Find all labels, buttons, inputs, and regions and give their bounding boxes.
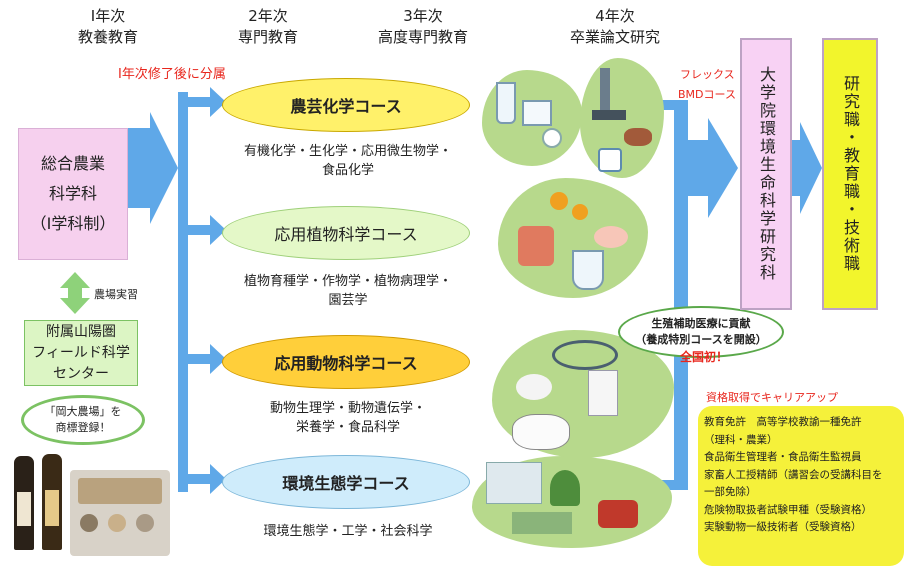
graduate-school-box: 大学院環境生命科学研究科 — [740, 38, 792, 310]
trademark-line-1: 「岡大農場」を — [44, 405, 122, 418]
lab-glassware-illustration — [482, 70, 582, 166]
animals-illustration — [492, 330, 674, 458]
course-plant-subjects: 植物育種学・作物学・植物病理学・ 園芸学 — [200, 272, 496, 310]
trademark-line-2: 商標登録！ — [55, 421, 111, 434]
qualification-item: 食品衛生管理者・食品衛生監視員 — [704, 451, 862, 463]
year-header-2: 2年次 専門教育 — [208, 6, 328, 48]
course-ecology-subjects: 環境生態学・工学・社会科学 — [200, 522, 496, 541]
right-branch-bottom — [660, 480, 676, 490]
course-animal-subjects: 動物生理学・動物遺伝学・ 栄養学・食品科学 — [200, 399, 496, 437]
year-header-1: I年次 教養教育 — [48, 6, 168, 48]
ecology-illustration — [472, 456, 672, 548]
qualifications-title: 資格取得でキャリアアップ — [706, 391, 838, 404]
repro-line-1: 生殖補助医療に貢献 — [651, 317, 751, 330]
qualification-item: 家畜人工授精師（講習会の受講科目を — [704, 468, 883, 481]
farm-practice-label: 農場実習 — [94, 288, 138, 301]
course-plant[interactable]: 応用植物科学コース — [222, 206, 470, 260]
microscope-illustration — [580, 58, 664, 178]
subject-line: 有機化学・生化学・応用微生物学・ — [243, 144, 452, 159]
right-spine — [674, 100, 688, 490]
qualification-item: 教育免許 高等学校教諭一種免許 — [704, 416, 862, 428]
course-name: 農芸化学コース — [290, 97, 402, 116]
qualification-item: 危険物取扱者試験甲種（受験資格） — [704, 503, 872, 516]
assign-note: I年次修了後に分属 — [118, 67, 226, 82]
left-spine — [178, 92, 188, 492]
branch-arrow-2 — [188, 215, 226, 245]
gift-box — [70, 470, 170, 556]
field-center-line-2: フィールド科学 — [32, 344, 130, 361]
trademark-badge: 「岡大農場」を 商標登録！ — [21, 395, 145, 445]
plants-illustration — [498, 178, 648, 298]
career-arrow — [792, 122, 822, 214]
branch-arrow-3 — [188, 344, 226, 374]
year-header-4: 4年次 卒業論文研究 — [545, 6, 685, 48]
field-center-line-3: センター — [53, 365, 109, 382]
course-agrichem-subjects: 有機化学・生化学・応用微生物学・ 食品化学 — [200, 142, 496, 180]
qualification-item: 実験動物一級技術者（受験資格） — [704, 521, 862, 533]
year-header-3: 3年次 高度専門教育 — [353, 6, 493, 48]
qualification-item: （理科・農業） — [704, 433, 778, 446]
graduate-school-label: 大学院環境生命科学研究科 — [757, 66, 776, 282]
course-name: 応用植物科学コース — [274, 225, 418, 244]
branch-arrow-4 — [188, 464, 226, 494]
subject-line: 動物生理学・動物遺伝学・ — [269, 401, 426, 416]
branch-arrow-1 — [188, 87, 226, 117]
origin-arrow — [128, 112, 178, 224]
field-center-line-1: 附属山陽圏 — [46, 323, 116, 340]
year-stage: 教養教育 — [77, 28, 138, 46]
farm-double-arrow — [60, 272, 90, 314]
careers-label: 研究職・教育職・技術職 — [841, 75, 860, 273]
course-name: 応用動物科学コース — [274, 354, 418, 373]
grad-arrow — [688, 118, 738, 218]
subject-line: 園芸学 — [328, 293, 368, 308]
year-number: 4年次 — [595, 7, 635, 25]
subject-line: 食品化学 — [321, 163, 374, 178]
qualifications-box: 教育免許 高等学校教諭一種免許 （理科・農業） 食品衛生管理者・食品衛生監視員 … — [698, 406, 904, 566]
flex-label: フレックス — [680, 68, 735, 81]
sake-bottle-1 — [14, 456, 34, 550]
origin-line-1: 総合農業 — [40, 154, 105, 173]
right-branch-top — [660, 100, 676, 110]
year-stage: 高度専門教育 — [377, 28, 468, 46]
repro-line-2: （養成特別コースを開設） — [635, 333, 767, 346]
course-ecology[interactable]: 環境生態学コース — [222, 455, 470, 509]
field-center-box: 附属山陽圏 フィールド科学 センター — [24, 320, 138, 386]
farm-products-photo — [10, 448, 174, 560]
origin-line-2: 科学科 — [48, 184, 97, 203]
sake-bottle-2 — [42, 454, 62, 550]
course-name: 環境生態学コース — [282, 474, 410, 493]
course-animal[interactable]: 応用動物科学コース — [222, 335, 470, 389]
subject-line: 植物育種学・作物学・植物病理学・ — [243, 274, 452, 289]
careers-box: 研究職・教育職・技術職 — [822, 38, 878, 310]
national-first-label: 全国初！ — [680, 350, 729, 364]
year-number: I年次 — [90, 7, 126, 25]
year-number: 2年次 — [248, 7, 288, 25]
course-agrichem[interactable]: 農芸化学コース — [222, 78, 470, 132]
subject-line: 栄養学・食品科学 — [295, 420, 400, 435]
repro-medicine-badge: 生殖補助医療に貢献 （養成特別コースを開設） — [618, 306, 784, 358]
qualification-item: 一部免除） — [704, 486, 757, 498]
origin-department-box: 総合農業 科学科 （I学科制） — [18, 128, 128, 260]
year-stage: 専門教育 — [237, 28, 298, 46]
year-stage: 卒業論文研究 — [569, 28, 660, 46]
bmd-course-label: BMDコース — [678, 88, 736, 101]
subject-line: 環境生態学・工学・社会科学 — [263, 524, 433, 539]
year-number: 3年次 — [403, 7, 443, 25]
origin-line-3: （I学科制） — [30, 214, 116, 233]
